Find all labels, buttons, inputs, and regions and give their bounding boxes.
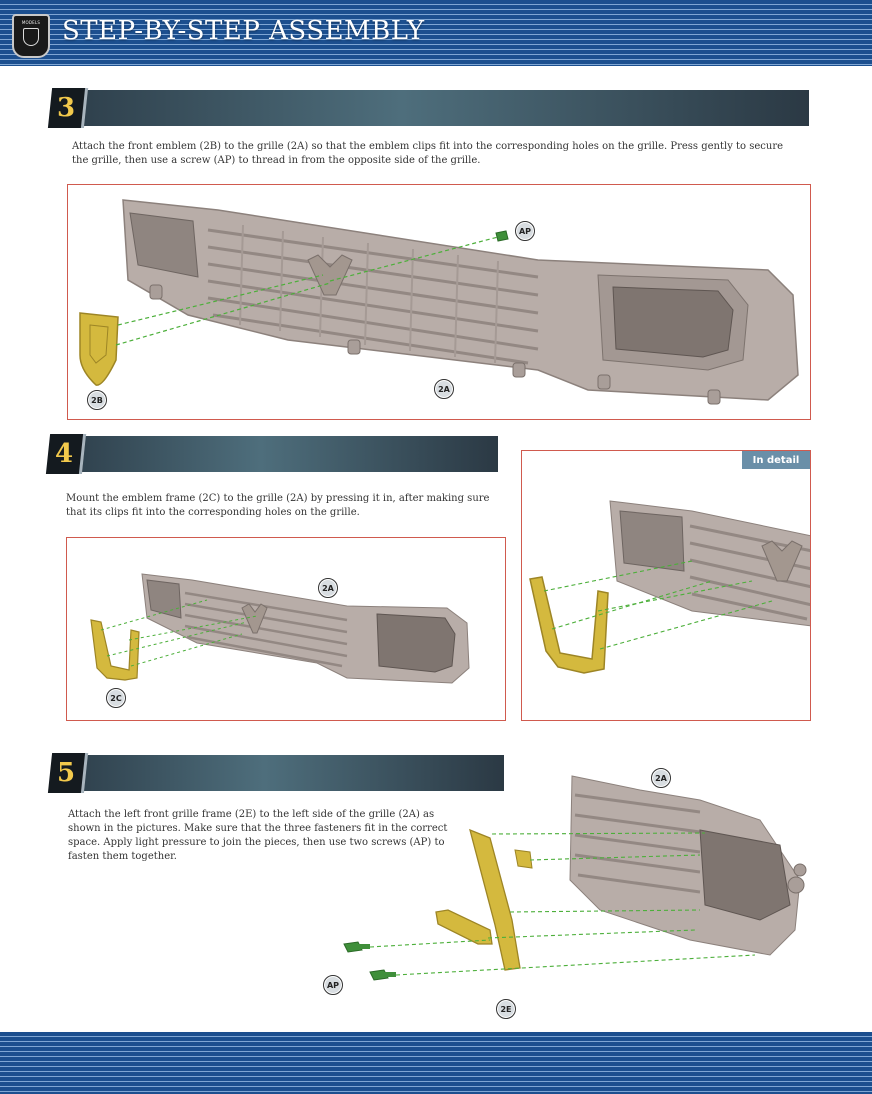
step-4-instructions: Mount the emblem frame (2C) to the grill…: [66, 493, 490, 518]
step-4-banner: [66, 436, 498, 472]
step-5-badge: 5: [47, 753, 89, 793]
footer-bar: [0, 1032, 872, 1094]
part-label-2a: 2A: [318, 578, 338, 598]
part-label-ap: AP: [515, 221, 535, 241]
part-label-2c: 2C: [106, 688, 126, 708]
step-3-badge: 3: [47, 88, 89, 128]
step-3-instructions: Attach the front emblem (2B) to the gril…: [72, 141, 784, 166]
page-title: STEP-BY-STEP ASSEMBLY: [62, 16, 425, 46]
step-4-illustration: 2A 2C: [66, 537, 506, 721]
grille-frame-diagram: [90, 573, 470, 684]
step-5-banner: [68, 755, 504, 791]
grille-emblem-diagram: [79, 199, 799, 405]
logo-text: MODELS: [21, 20, 41, 25]
part-label-2e: 2E: [496, 999, 516, 1019]
part-label-2a: 2A: [651, 768, 671, 788]
step-3-illustration: AP 2B 2A: [67, 184, 811, 420]
brand-logo: MODELS: [12, 14, 50, 58]
part-label-2b: 2B: [87, 390, 107, 410]
step-number: 5: [57, 758, 76, 788]
header-bar: [0, 0, 872, 66]
part-label-2a: 2A: [434, 379, 454, 399]
step-number: 3: [57, 93, 76, 123]
step-5-instructions: Attach the left front grille frame (2E) …: [68, 809, 448, 862]
shield-icon: [23, 28, 39, 46]
part-label-ap: AP: [323, 975, 343, 995]
detail-illustration: In detail: [521, 450, 811, 721]
step-number: 4: [55, 439, 74, 469]
in-detail-tag: In detail: [742, 451, 810, 469]
step-3-banner: [68, 90, 809, 126]
detail-diagram: [529, 500, 810, 674]
step-4-badge: 4: [45, 434, 87, 474]
